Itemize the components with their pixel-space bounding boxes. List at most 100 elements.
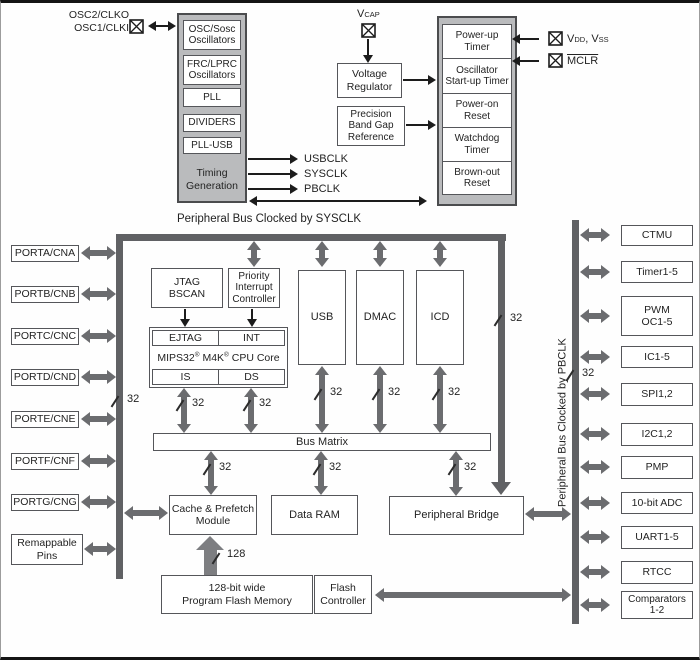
ic-bus-arrow (580, 350, 610, 364)
flash-pbclk-arrow (375, 588, 571, 602)
bus-width-32: 32 (464, 461, 477, 473)
is-cell: IS (180, 370, 191, 383)
portd-bus-arrow (81, 370, 116, 384)
bus-width-32: 32 (448, 386, 461, 398)
comparators-bus-arrow (580, 598, 610, 612)
timing-sub-block-osc: OSC/Sosc Oscillators (183, 20, 241, 50)
bandgap-to-power-arrow (406, 120, 436, 130)
sysclk-bus-top (116, 234, 506, 241)
ctmu-bus-arrow (580, 228, 610, 242)
peripheral-box-adc: 10-bit ADC (621, 492, 693, 514)
cpu-top-row: EJTAG INT (152, 330, 285, 346)
vdd-vss-label: VDD, VSS (567, 33, 609, 45)
peripheral-box-i2c: I2C1,2 (621, 423, 693, 446)
usbclk-arrow (248, 154, 298, 164)
bus-width-32: 32 (259, 397, 272, 409)
flash-controller-block: Flash Controller (314, 575, 372, 614)
spi-bus-arrow (580, 387, 610, 401)
power-sub-block-ost: Oscillator Start-up Timer (442, 58, 512, 94)
portb-bus-arrow (81, 287, 116, 301)
usbclk-label: USBCLK (304, 153, 349, 165)
timing-power-bidir-arrow (249, 196, 427, 206)
power-sub-block-bor: Brown-out Reset (442, 161, 512, 195)
bus-cache-arrow (124, 506, 168, 520)
portc-bus-arrow (81, 329, 116, 343)
jtag-to-cpu-arrow (180, 309, 190, 327)
mclr-pin-icon (548, 53, 563, 68)
power-sub-block-por: Power-on Reset (442, 93, 512, 128)
port-box-porte: PORTE/CNE (11, 411, 79, 428)
portf-bus-arrow (81, 454, 116, 468)
icd-matrix-arrow (433, 366, 447, 433)
dmac-block: DMAC (356, 270, 404, 365)
sysclk-bus-left (116, 234, 123, 579)
sysclk-bus-right-segment (498, 234, 505, 482)
voltage-regulator-block: Voltage Regulator (337, 63, 402, 98)
timing-sub-block-dividers: DIVIDERS (183, 114, 241, 132)
icd-bus-arrow (433, 241, 447, 267)
adc-bus-arrow (580, 496, 610, 510)
bus-width-128: 128 (227, 548, 246, 560)
osc-pin-icon (129, 19, 144, 34)
peripheral-bridge-block: Peripheral Bridge (389, 496, 524, 535)
vcap-down-arrow (363, 39, 373, 63)
program-flash-block: 128-bit wide Program Flash Memory (161, 575, 313, 614)
bus-width-32: 32 (582, 367, 595, 379)
bus-width-32: 32 (388, 386, 401, 398)
interrupt-controller-block: Priority Interrupt Controller (228, 268, 280, 308)
mclr-label: MCLR (567, 55, 599, 67)
matrix-cache-arrow (204, 451, 218, 495)
cache-prefetch-block: Cache & Prefetch Module (169, 495, 257, 535)
dmac-matrix-arrow (373, 366, 387, 433)
uart-bus-arrow (580, 530, 610, 544)
pbclk-bus (572, 220, 579, 624)
bus-width-32: 32 (510, 312, 523, 324)
band-gap-block: Precision Band Gap Reference (337, 106, 405, 146)
timing-generation-label: Timing Generation (186, 167, 238, 192)
port-box-remappable: Remappable Pins (11, 534, 83, 565)
power-sub-block-wdt: Watchdog Timer (442, 127, 512, 162)
peripheral-box-timer: Timer1-5 (621, 261, 693, 283)
pbclk-bus-caption: Peripheral Bus Clocked by PBCLK (556, 338, 569, 507)
peripheral-box-uart: UART1-5 (621, 526, 693, 549)
vdd-vss-arrow (512, 34, 539, 44)
osc-bidir-arrow (148, 21, 176, 31)
mclr-arrow (512, 56, 539, 66)
timing-generation-block: OSC/Sosc Oscillators FRC/LPRC Oscillator… (177, 13, 247, 203)
port-box-portd: PORTD/CND (11, 369, 79, 386)
int-cell: INT (218, 331, 284, 345)
matrix-dataram-arrow (314, 451, 328, 495)
osc-pins-label: OSC2/CLKO OSC1/CLKI (68, 9, 129, 34)
port-box-porta: PORTA/CNA (11, 245, 79, 262)
port-box-portg: PORTG/CNG (11, 494, 79, 511)
vdd-vss-pin-icon (548, 31, 563, 46)
power-stack: Power-up Timer Oscillator Start-up Timer… (442, 24, 512, 195)
cpu-core-label: MIPS32® M4K® CPU Core (157, 351, 280, 364)
ejtag-cell: EJTAG (168, 331, 203, 344)
bus-width-32: 32 (192, 397, 205, 409)
port-box-portc: PORTC/CNC (11, 328, 79, 345)
is-matrix-arrow (177, 388, 191, 433)
cpu-core-block: EJTAG INT MIPS32® M4K® CPU Core IS DS (149, 327, 288, 388)
bus-width-32: 32 (329, 461, 342, 473)
remappable-bus-arrow (84, 542, 116, 556)
peripheral-box-comparators: Comparators 1-2 (621, 591, 693, 619)
bridge-pbclk-arrow (525, 507, 571, 521)
usb-block: USB (298, 270, 346, 365)
sysclk-bus-caption: Peripheral Bus Clocked by SYSCLK (176, 213, 362, 225)
peripheral-box-ctmu: CTMU (621, 225, 693, 246)
data-ram-block: Data RAM (271, 495, 358, 535)
bus-width-32: 32 (127, 393, 140, 405)
vcap-label: VCAP (357, 8, 380, 20)
matrix-bridge-arrow (449, 451, 463, 496)
vreg-to-power-arrow (403, 75, 436, 85)
interrupt-bus-arrow (247, 241, 261, 267)
icd-block: ICD (416, 270, 464, 365)
porta-bus-arrow (81, 246, 116, 260)
ds-cell: DS (218, 370, 284, 384)
dmac-bus-arrow (373, 241, 387, 267)
vcap-pin-icon (361, 23, 376, 38)
peripheral-box-pmp: PMP (621, 456, 693, 479)
peripheral-box-ic: IC1-5 (621, 346, 693, 368)
